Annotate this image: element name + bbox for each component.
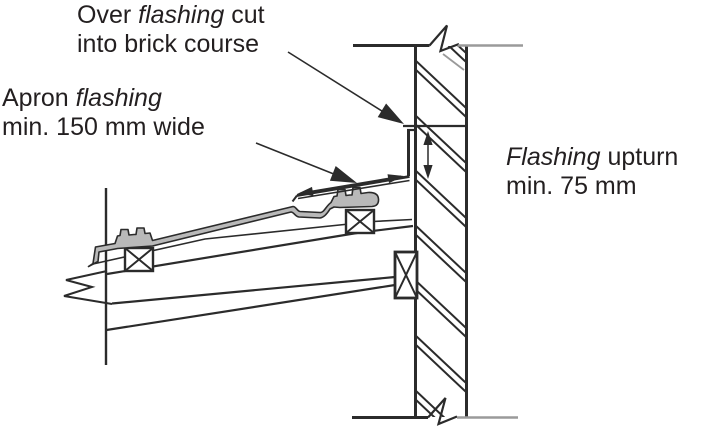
wall-hatching xyxy=(416,46,465,417)
over-flashing-label: Over flashing cut into brick course xyxy=(77,1,265,59)
apron-bottom-edge xyxy=(297,179,410,200)
purlin-left xyxy=(123,246,155,273)
wall-break-bottom xyxy=(352,397,518,426)
leader-over-flashing xyxy=(287,51,404,124)
apron-flashing-label-line1: Apron flashing xyxy=(2,84,162,112)
beam-bottom-line xyxy=(106,283,396,332)
apron-flashing-label: Apron flashing min. 150 mm wide xyxy=(2,84,205,142)
roof-structure-lines xyxy=(63,188,414,365)
wall-blocking xyxy=(393,250,419,300)
eave-break xyxy=(63,270,113,305)
apron-end-kick xyxy=(291,194,298,203)
purlin-right xyxy=(344,208,376,235)
leader-apron-flashing xyxy=(255,142,357,183)
brick-wall xyxy=(352,24,523,426)
dim-arrow-150mm xyxy=(297,174,404,196)
over-flashing-label-line1: Over flashing cut xyxy=(77,1,265,29)
dim-arrow-75mm xyxy=(423,131,433,179)
over-flashing-label-line2: into brick course xyxy=(77,30,260,58)
apron-flashing-label-line2: min. 150 mm wide xyxy=(2,113,205,141)
beam-mid-line xyxy=(111,275,396,305)
wall-break-top xyxy=(353,24,523,71)
flashing-upturn-label: Flashing upturn min. 75 mm xyxy=(506,143,678,201)
roof-sheet xyxy=(87,186,380,268)
flashing-upturn-label-line2: min. 75 mm xyxy=(506,172,637,200)
flashing-upturn-label-line1: Flashing upturn xyxy=(506,143,679,171)
